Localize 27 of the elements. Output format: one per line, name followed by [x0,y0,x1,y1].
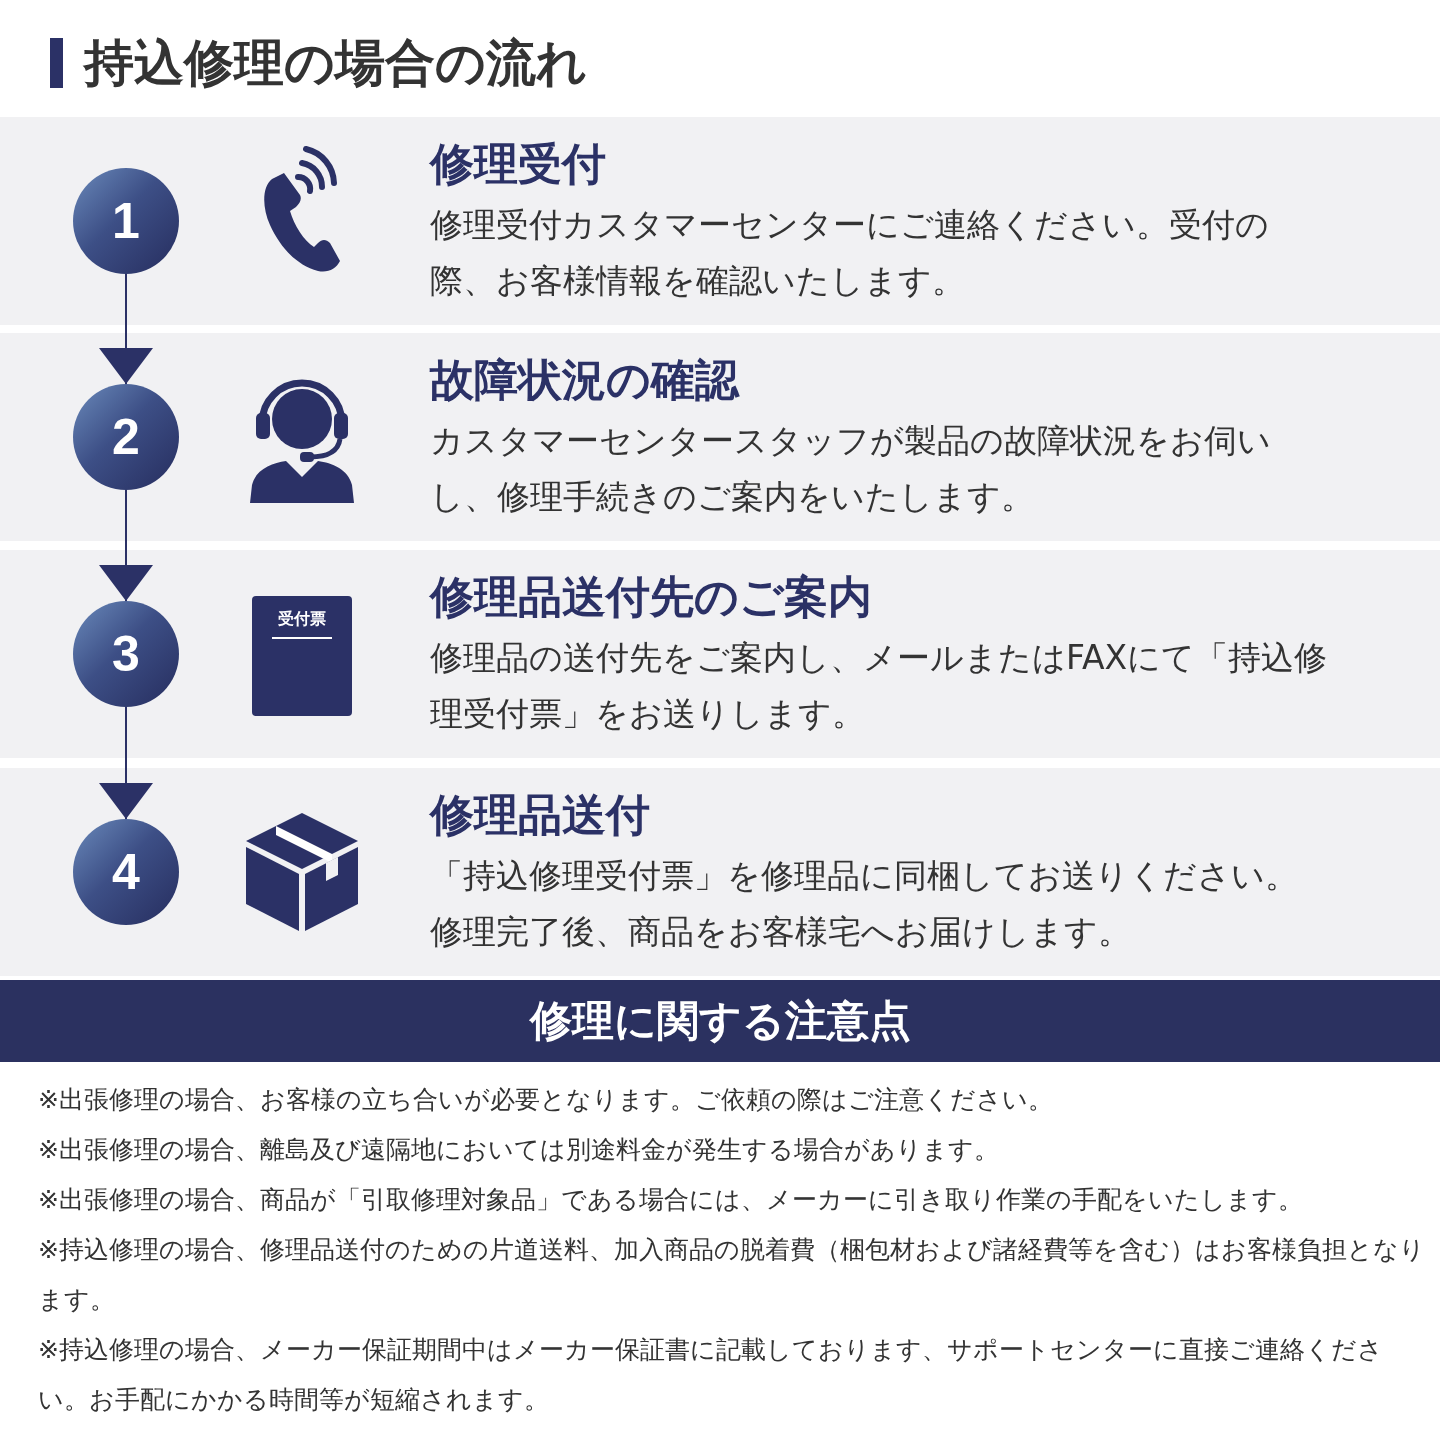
step-band [0,768,1440,976]
heading-band: 修理に関する注意点 [0,980,1440,1062]
step-description: 「持込修理受付票」を修理品に同梱してお送りください。修理完了後、商品をお客様宅へお届けします。 [430,855,1299,953]
note-text: ※出張修理の場合、お客様の立ち合いが必要となります。ご依頼の際はご注意ください。 [38,1084,1054,1116]
step-band [0,550,1440,758]
number-circle: 3 [73,601,179,707]
step-heading: 修理受付 [430,137,606,191]
note-text: ※持込修理の場合、修理品送付のための片道送料、加入商品の脱着費（梱包材および諸経費等を含む）はお客様負担となります。 [38,1234,1426,1316]
number-circle: 1 [73,168,179,274]
number-circle: 4 [73,819,179,925]
document-label: 受付票 [277,609,327,630]
step-description: 修理品の送付先をご案内し、メールまたはFAXにて「持込修理受付票」をお送りします。 [430,637,1329,735]
step-description: カスタマーセンタースタッフが製品の故障状況をお伺いし、修理手続きのご案内をいたします。 [430,420,1272,518]
down-arrow [99,706,153,820]
title: 持込修理の場合の流れ [84,33,587,94]
step-heading: 修理品送付 [430,788,650,842]
down-arrow [99,273,153,385]
number-circle: 2 [73,384,179,490]
note-text: ※出張修理の場合、離島及び遠隔地においては別途料金が発生する場合があります。 [38,1134,1000,1166]
note-text: ※持込修理の場合、メーカー保証期間中はメーカー保証書に記載しております、サポートセンターに直接ご連絡ください。お手配にかかる時間等が短縮されます。 [38,1334,1384,1416]
step-band [0,117,1440,325]
step-heading: 故障状況の確認 [430,353,739,407]
note-text: ※出張修理の場合、商品が「引取修理対象品」である場合には、メーカーに引き取り作業の手配をいたします。 [38,1184,1304,1216]
step-description: 修理受付カスタマーセンターにご連絡ください。受付の際、お客様情報を確認いたします。 [430,204,1270,302]
step-band [0,333,1440,541]
step-heading: 修理品送付先のご案内 [430,570,872,624]
down-arrow [99,489,153,602]
